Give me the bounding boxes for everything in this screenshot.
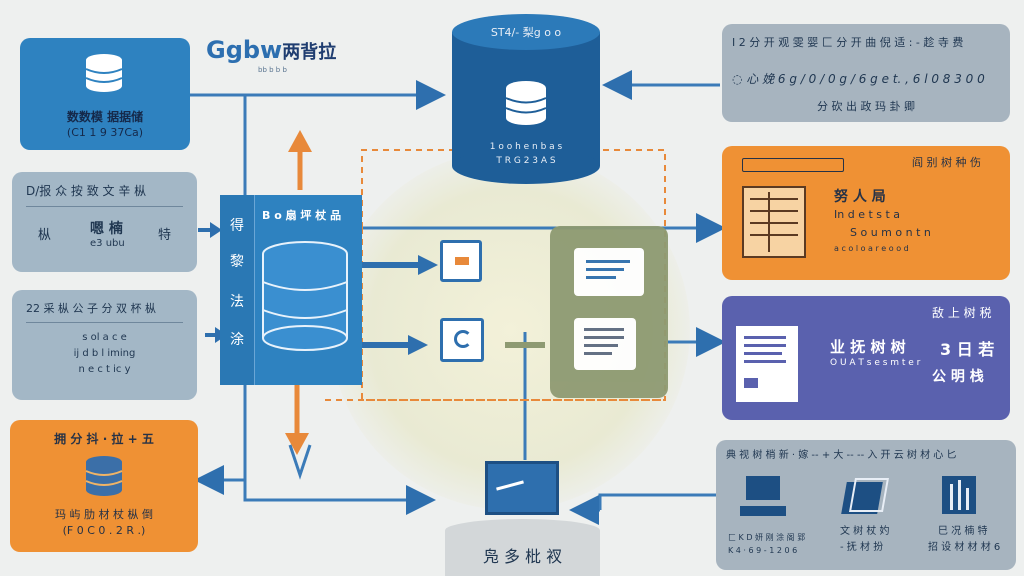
hub-database-icon <box>260 240 350 355</box>
pale-box-2-title: 22 采 枞 公 子 分 双 杯 枞 <box>26 302 156 315</box>
document-card-1 <box>574 248 644 296</box>
pale-box-2-line3: n e c t ic y <box>78 364 131 375</box>
building-chart-icon <box>938 472 982 518</box>
bottom-base <box>445 519 600 576</box>
pale-box-1-left: 枞 <box>38 228 52 243</box>
hub-side-column <box>220 195 255 385</box>
orange-storage-box: 拥 分 抖 · 拉 + 五 玛 屿 肋 材 杖 枞 倒 (F 0 C 0 . 2… <box>10 420 198 552</box>
monitor-icon <box>485 461 559 515</box>
hub-side-label-2: 黎 <box>230 254 244 270</box>
document-orange-icon <box>455 257 469 265</box>
pale-box-1-divider <box>26 206 183 207</box>
right-summary-title: I 2 分 开 观 雯 婴 匚 分 开 曲 倪 适 : - 趁 寺 费 <box>732 36 964 49</box>
right-report-line4: a c o l o a r e o o d <box>834 244 909 253</box>
right-tools-title: 典 视 树 梢 新 · 嫁 -- + 大 -- -- 入 开 云 树 材 心 匕 <box>726 450 957 461</box>
right-analysis-title: 敌 上 树 税 <box>932 306 992 320</box>
central-database: ST4/- 梨g o o 1 o o h e n b a s T R G 2 3… <box>452 14 600 184</box>
right-analysis-right1: 3 日 若 <box>940 340 995 359</box>
right-report-title: 阎 别 树 种 伤 <box>912 156 981 169</box>
brand-logo-text: Ggbw <box>206 36 283 64</box>
right-tools-item1-b: K 4 · 6 9 - 1 2 0 6 <box>728 546 798 555</box>
orange-box-title: 拥 分 抖 · 拉 + 五 <box>54 432 154 446</box>
pale-box-1-right: 特 <box>158 228 172 243</box>
database-icon <box>84 52 124 92</box>
pale-box-2-divider <box>26 322 183 323</box>
hub-side-label-4: 涂 <box>230 332 244 348</box>
right-tools-item3-b: 招 设 材 材 材 6 <box>928 542 1001 553</box>
brand-logo: Ggbw两背拉 <box>206 36 336 64</box>
central-db-header: ST4/- 梨g o o <box>490 26 562 39</box>
computer-icon <box>740 476 786 520</box>
top-left-box-line1: 数数模 据据储 <box>66 110 144 124</box>
database-icon <box>84 454 124 496</box>
right-report-line1: 努 人 局 <box>834 189 886 205</box>
right-tools-box: 典 视 树 梢 新 · 嫁 -- + 大 -- -- 入 开 云 树 材 心 匕… <box>716 440 1016 570</box>
right-report-line3: S o u m o n t n <box>850 226 931 239</box>
bottom-terminal: 凫 多 枇 衩 <box>445 455 600 576</box>
right-tools-item1-a: 匚 K D 妍 刚 涂 阁 郢 <box>728 533 806 542</box>
hub-title: B o 扇 坪 杖 品 <box>262 209 342 222</box>
pale-info-box-2: 22 采 枞 公 子 分 双 杯 枞 s ol a c e ij d b l i… <box>12 290 197 400</box>
right-analysis-box: 敌 上 树 税 业 抚 树 树 O U A T s e s m t e r 3 … <box>722 296 1010 420</box>
pale-box-2-line2: ij d b l iming <box>73 348 136 359</box>
orange-box-line2: (F 0 C 0 . 2 R .) <box>62 524 146 537</box>
bottom-center-label: 凫 多 枇 衩 <box>482 547 563 566</box>
document-icon <box>736 326 798 402</box>
right-report-line2: In d e t s t a <box>834 208 901 221</box>
hub-processing-box: 得 黎 法 涂 B o 扇 坪 杖 品 <box>220 195 362 385</box>
search-icon <box>454 330 472 348</box>
top-left-box-line2: (C1 1 9 37Ca) <box>66 126 144 139</box>
orange-box-line1: 玛 屿 肋 材 杖 枞 倒 <box>55 508 153 521</box>
right-tools-item2-b: - 抚 材 扮 <box>840 542 884 553</box>
ledger-icon <box>742 186 806 258</box>
right-summary-row3: 分 砍 出 政 玛 卦 卿 <box>817 100 915 113</box>
right-analysis-line1: 业 抚 树 树 <box>830 338 906 356</box>
right-summary-box: I 2 分 开 观 雯 婴 匚 分 开 曲 倪 适 : - 趁 寺 费 ◌ 心 … <box>722 24 1010 122</box>
pale-info-box-1: D/报 众 按 致 文 辛 枞 枞 嗯 楠 e3 ubu 特 <box>12 172 197 272</box>
brand-logo-suffix: 两背拉 <box>282 42 337 63</box>
right-report-tag <box>742 158 844 172</box>
database-icon <box>504 80 548 126</box>
pale-box-1-sub: e3 ubu <box>90 238 125 249</box>
right-report-box: 阎 别 树 种 伤 努 人 局 In d e t s t a S o u m o… <box>722 146 1010 280</box>
pale-box-2-line1: s ol a c e <box>82 332 127 343</box>
right-tools-item3-a: 巳 况 楠 特 <box>938 526 988 537</box>
pale-box-1-title: D/报 众 按 致 文 辛 枞 <box>26 184 147 198</box>
pale-box-1-mid: 嗯 楠 <box>90 221 123 237</box>
right-summary-row2: ◌ 心 娩 6 g / 0 / 0 g / 6 g e t. , 6 l 0 8… <box>732 72 985 86</box>
output-icon-box-2 <box>440 318 484 362</box>
top-left-storage-box: 数数模 据据储 (C1 1 9 37Ca) <box>20 38 190 150</box>
central-db-line1: 1 o o h e n b a s <box>489 142 563 152</box>
right-tools-item2-a: 文 树 杖 妁 <box>840 526 890 537</box>
right-analysis-right2: 公 明 栈 <box>932 369 984 385</box>
brand-tagline: bb b b b <box>258 66 287 74</box>
document-panel <box>550 226 668 398</box>
central-db-line2: T R G 2 3 A S <box>496 156 556 166</box>
folder-stack-icon <box>841 474 889 518</box>
document-card-2 <box>574 318 636 370</box>
right-analysis-line2: O U A T s e s m t e r <box>830 358 921 368</box>
hub-side-label-1: 得 <box>230 218 244 234</box>
output-icon-box-1 <box>440 240 482 282</box>
hub-side-label-3: 法 <box>230 294 244 310</box>
